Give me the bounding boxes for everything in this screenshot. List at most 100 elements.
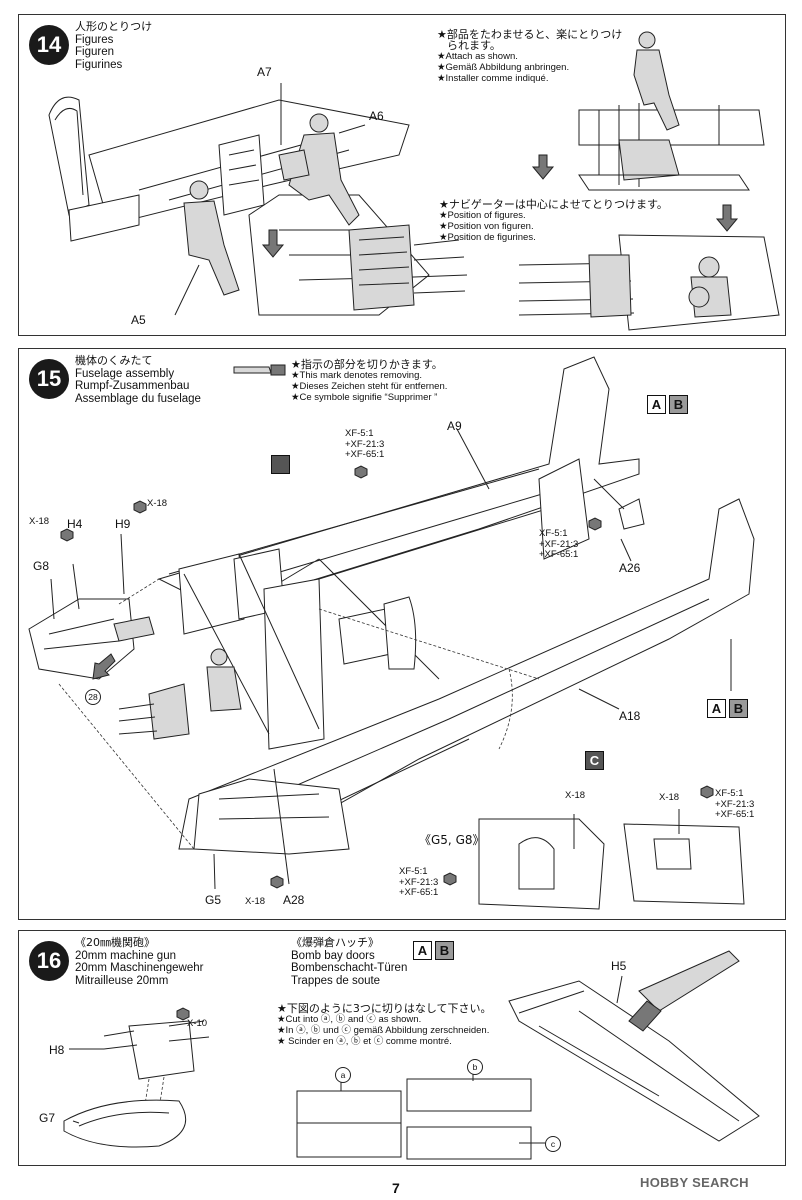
note-line: ★部品をたわませると、楽にとりつけ: [437, 28, 623, 41]
machine-gun-and-bomb-door-diagram: [63, 950, 760, 1160]
screw-x18-label: X-18: [659, 792, 680, 803]
screw-x10-label: X-10: [187, 1018, 208, 1029]
page-number: 7: [392, 1180, 400, 1196]
note-line: ★Gemäß Abbildung anbringen.: [437, 62, 570, 73]
parts-sprue-a-badge: A: [707, 699, 726, 718]
paint-line: +XF-65:1: [345, 449, 385, 460]
screw-x18-label: X-18: [565, 790, 586, 801]
paint-line: XF-5:1: [345, 428, 374, 439]
title-de: Rumpf-Zusammenbau: [75, 380, 190, 392]
legend-line: ★Dieses Zeichen steht für entfernen.: [291, 381, 448, 392]
paint-line: +XF-65:1: [715, 809, 755, 820]
label-a6: A6: [369, 109, 384, 123]
title-jp: 人形のとりつけ: [75, 20, 153, 33]
note-line: ★Installer comme indiqué.: [437, 73, 549, 84]
title-de: 20mm Maschinengewehr: [75, 962, 204, 974]
cut-piece-a-marker: a: [335, 1067, 351, 1083]
title-en: 20mm machine gun: [75, 949, 176, 962]
label-a18: A18: [619, 709, 641, 723]
step-15-legend: ★指示の部分を切りかきます。 ★This mark denotes removi…: [291, 359, 447, 403]
parts-sprue-a-badge: A: [413, 941, 432, 960]
note-line: ★Position de figurines.: [439, 232, 536, 243]
paint-mix-note: XF-5:1 +XF-21:3 +XF-65:1: [345, 428, 385, 461]
note-line: ★In ⓐ, ⓑ und ⓒ gemäß Abbildung zerschnei…: [277, 1025, 490, 1036]
paint-mix-note-g5: XF-5:1 +XF-21:3 +XF-65:1: [399, 866, 439, 899]
label-h9: H9: [115, 517, 131, 531]
title-jp: 機体のくみたて: [75, 354, 153, 367]
title-de: Bombenschacht-Türen: [291, 962, 408, 974]
note-line: ★Attach as shown.: [437, 51, 518, 62]
step-14-note-attach: ★部品をたわませると、楽にとりつけ られます。 ★Attach as shown…: [437, 29, 622, 84]
step-number-15: 15: [29, 359, 69, 399]
label-a7: A7: [257, 65, 272, 79]
title-fr: Trappes de soute: [291, 974, 381, 987]
parts-sprue-b-badge: B: [435, 941, 454, 960]
bomb-bay-title: 《爆弾倉ハッチ》 Bomb bay doors Bombenschacht-Tü…: [291, 936, 408, 987]
parts-sprue-b-badge: B: [669, 395, 688, 414]
cut-instructions: ★下図のように3つに切りはなして下さい。 ★Cut into ⓐ, ⓑ and …: [277, 1003, 492, 1047]
paint-mix-note-g8: XF-5:1 +XF-21:3 +XF-65:1: [715, 788, 755, 821]
note-line: ★Position von figuren.: [439, 221, 534, 232]
note-line: ★ Scinder en ⓐ, ⓑ et ⓒ comme montré.: [277, 1036, 452, 1047]
badge-letter: B: [439, 943, 450, 958]
parts-sprue-c-badge-fill: [271, 455, 290, 474]
badge-letter: B: [673, 397, 684, 412]
step-reference-28: 28: [85, 689, 101, 705]
label-a28: A28: [283, 893, 305, 907]
title-jp: 《20㎜機関砲》: [75, 936, 155, 949]
parts-sprue-b-badge: B: [729, 699, 748, 718]
paint-line: +XF-21:3: [345, 438, 385, 450]
label-g5: G5: [205, 893, 222, 907]
title-fr: Figurines: [75, 58, 123, 71]
step-14-panel: 14 人形のとりつけ Figures Figuren Figurines: [18, 14, 786, 336]
label-a9: A9: [447, 419, 462, 433]
step-15-panel: 15 機体のくみたて Fuselage assembly Rumpf-Zusam…: [18, 348, 786, 920]
paint-line: XF-5:1: [539, 528, 568, 539]
label-h5: H5: [611, 959, 627, 973]
screw-x18-label: X-18: [29, 516, 50, 527]
screw-x18-label: X-18: [147, 498, 168, 509]
step-14-note-navigator: ★ナビゲーターは中心によせてとりつけます。 ★Position of figur…: [439, 199, 668, 243]
fuselage-assembly-diagram: [28, 356, 755, 910]
title-en: Figures: [75, 33, 114, 46]
note-line: ★Cut into ⓐ, ⓑ and ⓒ as shown.: [277, 1014, 422, 1025]
label-a26: A26: [619, 561, 641, 575]
note-line: ★ナビゲーターは中心によせてとりつけます。: [439, 198, 668, 211]
paint-line: +XF-65:1: [539, 549, 579, 560]
legend-line: ★This mark denotes removing.: [291, 370, 423, 381]
step-16-panel: 16 《20㎜機関砲》 20mm machine gun 20mm Maschi…: [18, 930, 786, 1166]
title-fr: Mitrailleuse 20mm: [75, 974, 169, 987]
badge-letter: C: [589, 753, 600, 768]
badge-letter: A: [651, 397, 662, 412]
label-g7: G7: [39, 1111, 56, 1125]
parts-sprue-c-badge: C: [585, 751, 604, 770]
step-number-14: 14: [29, 25, 69, 65]
legend-line: ★Ce symbole signifie “Supprimer ”: [291, 392, 438, 403]
label-g8: G8: [33, 559, 50, 573]
parts-sprue-a-badge: A: [647, 395, 666, 414]
label-a5: A5: [131, 313, 146, 327]
step-15-title: 機体のくみたて Fuselage assembly Rumpf-Zusammen…: [75, 354, 201, 405]
badge-letter: A: [417, 943, 428, 958]
title-jp: 《爆弾倉ハッチ》: [291, 936, 379, 949]
paint-mix-note-a26: XF-5:1 +XF-21:3 +XF-65:1: [539, 528, 579, 561]
legend-line: ★指示の部分を切りかきます。: [291, 358, 443, 371]
note-line: ★Position of figures.: [439, 210, 526, 221]
paint-line: XF-5:1: [715, 788, 744, 799]
paint-line: XF-5:1: [399, 866, 428, 877]
watermark-logo: HOBBY SEARCH: [640, 1175, 749, 1190]
title-fr: Assemblage du fuselage: [75, 392, 201, 405]
sub-caption-g5-g8: 《G5, G8》: [419, 833, 485, 847]
label-h4: H4: [67, 517, 83, 531]
cut-piece-b-marker: b: [467, 1059, 483, 1075]
title-en: Fuselage assembly: [75, 367, 175, 380]
paint-line: +XF-21:3: [539, 538, 579, 550]
step-14-title: 人形のとりつけ Figures Figuren Figurines: [75, 20, 153, 71]
paint-line: +XF-65:1: [399, 887, 439, 898]
note-line: られます。: [447, 39, 501, 52]
step-16-title: 《20㎜機関砲》 20mm machine gun 20mm Maschinen…: [75, 936, 204, 987]
step-number-16: 16: [29, 941, 69, 981]
badge-letter: A: [711, 701, 722, 716]
figures-install-diagram: [48, 31, 780, 331]
screw-x18-label: X-18: [245, 896, 266, 907]
